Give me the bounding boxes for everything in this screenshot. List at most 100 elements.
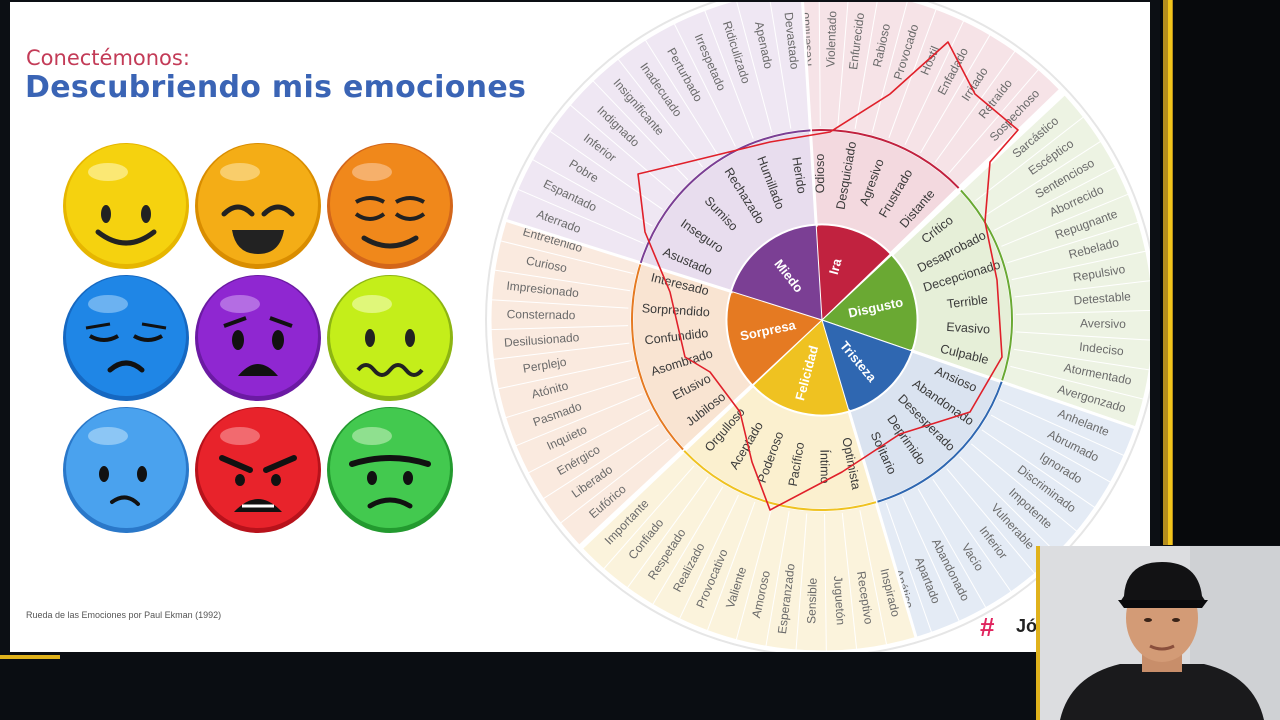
outer-ring-divider xyxy=(617,58,703,168)
outer-ring-divider xyxy=(1001,193,1130,247)
outer-ring-divider xyxy=(932,478,1013,593)
group-edge-line xyxy=(960,189,1013,383)
outer-ring-divider xyxy=(644,38,719,157)
core-sector xyxy=(821,254,918,352)
group-edge-line xyxy=(631,257,684,451)
outer-ring-divider xyxy=(490,299,629,309)
emotion-wheel: InseguroCelosoResentidoViolentadoEnfurec… xyxy=(485,2,1150,652)
outer-ring-divider xyxy=(904,19,965,145)
outer-ring-divider xyxy=(492,342,630,360)
core-emotion-label: Ira xyxy=(826,256,845,276)
outer-ring-divider xyxy=(602,465,695,570)
outer-ring-divider xyxy=(678,494,739,620)
outer-ring-divider xyxy=(651,486,724,606)
outer-emotion-label: Indeciso xyxy=(1079,340,1125,359)
outer-ring-divider xyxy=(490,325,629,331)
outer-ring-divider xyxy=(795,513,808,652)
nauseous-face-icon xyxy=(326,274,454,402)
outer-ring-divider xyxy=(885,502,933,634)
outer-ring-divider xyxy=(917,488,987,609)
outer-ring-divider xyxy=(1015,331,1150,341)
group-edge-line xyxy=(851,381,1003,509)
outer-emotion-label: Violentado xyxy=(823,10,839,67)
joyful-face-icon xyxy=(194,142,322,270)
outer-ring-divider xyxy=(493,269,631,292)
outer-ring-divider xyxy=(736,2,773,133)
outer-ring-divider xyxy=(946,468,1036,575)
outer-ring-divider xyxy=(871,2,908,133)
scared-face-icon xyxy=(194,274,322,402)
outer-ring-divider xyxy=(998,398,1126,457)
outer-ring-divider xyxy=(1014,280,1150,298)
outer-ring-divider xyxy=(837,2,849,127)
emoji-grid xyxy=(62,142,462,542)
annoyed-face-icon xyxy=(326,406,454,534)
outer-emotion-label: Devastado xyxy=(781,11,801,70)
source-credit: Rueda de las Emociones por Paul Ekman (1… xyxy=(26,610,222,620)
outer-ring-divider xyxy=(1010,365,1145,400)
slide-title: Descubriendo mis emociones xyxy=(25,70,527,105)
middle-emotion-label: Herido xyxy=(789,156,809,195)
outer-ring-divider xyxy=(499,240,634,275)
group-edge-line xyxy=(683,450,877,511)
outer-emotion-label: Sensible xyxy=(804,577,820,624)
middle-emotion-label: Sorprendido xyxy=(641,301,710,319)
outer-ring-divider xyxy=(990,414,1112,484)
outer-ring-divider xyxy=(1007,221,1140,264)
outer-ring-divider xyxy=(824,513,827,652)
outer-ring-divider xyxy=(504,376,637,419)
outer-emotion-label: Aversivo xyxy=(1080,316,1126,331)
outer-ring-divider xyxy=(735,507,773,641)
outer-ring-divider xyxy=(985,140,1102,216)
outer-ring-divider xyxy=(592,79,689,181)
core-sector xyxy=(752,319,850,416)
outer-ring-divider xyxy=(569,104,675,195)
content-face-icon xyxy=(326,142,454,270)
sad-face-icon xyxy=(62,274,190,402)
outer-ring-divider xyxy=(971,443,1078,533)
webcam-overlay xyxy=(1036,546,1280,720)
outer-ring-divider xyxy=(901,496,961,623)
outer-ring-divider xyxy=(514,393,643,447)
outer-ring-divider xyxy=(531,158,653,227)
outer-emotion-label: Detestable xyxy=(1073,289,1132,307)
outer-ring-divider xyxy=(527,409,651,474)
slide-kicker: Conectémonos: xyxy=(26,46,190,70)
outer-ring-divider xyxy=(626,476,709,589)
group-edge-line xyxy=(639,129,811,264)
outer-ring-divider xyxy=(542,424,659,500)
outer-ring-divider xyxy=(818,2,821,127)
middle-emotion-label: Evasivo xyxy=(946,320,991,337)
middle-emotion-label: Odioso xyxy=(813,154,827,194)
outer-ring-divider xyxy=(859,510,888,646)
outer-ring-divider xyxy=(1013,348,1150,371)
outer-ring-divider xyxy=(516,188,644,244)
worried-face-icon xyxy=(62,406,190,534)
core-sector xyxy=(730,224,823,321)
outer-ring-divider xyxy=(497,359,633,390)
outer-ring-divider xyxy=(981,429,1096,509)
outer-ring-divider xyxy=(948,68,1040,174)
angry-face-icon xyxy=(194,406,322,534)
outer-ring-divider xyxy=(706,501,756,632)
presentation-slide: Conectémonos: Descubriendo mis emociones xyxy=(10,2,1150,652)
outer-emotion-label: Juguetón xyxy=(831,575,848,625)
middle-emotion-label: Terrible xyxy=(946,292,988,311)
outer-emotion-label: Desilusionado xyxy=(504,330,581,350)
frame-border-highlight xyxy=(1168,0,1172,545)
outer-ring-divider xyxy=(769,2,792,129)
outer-ring-divider xyxy=(559,438,670,525)
outer-ring-divider xyxy=(548,130,663,210)
frame-accent xyxy=(0,655,60,659)
outer-ring-divider xyxy=(974,115,1085,202)
outer-ring-divider xyxy=(959,456,1058,555)
logo-text: Jó xyxy=(1016,616,1038,636)
outer-ring-divider xyxy=(934,49,1016,163)
presenter-avatar xyxy=(1040,546,1280,720)
outer-ring-divider xyxy=(1015,309,1150,315)
logo-mark: # xyxy=(980,612,995,642)
middle-emotion-label: Íntimo xyxy=(817,449,832,483)
outer-ring-divider xyxy=(854,2,878,129)
annotation-drawing xyxy=(637,41,1019,511)
stream-frame-right xyxy=(1160,0,1280,545)
